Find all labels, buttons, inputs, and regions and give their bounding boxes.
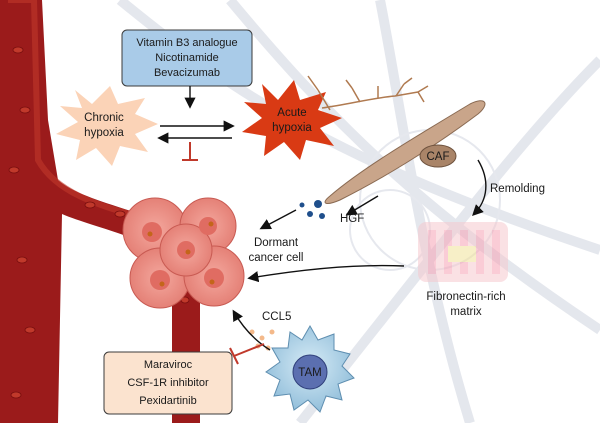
caf-label: CAF	[427, 151, 450, 163]
inhibit-symbol-top	[182, 142, 198, 161]
fibronectin-label: Fibronectin-rich	[426, 291, 505, 303]
drug-box-bottom: Maraviroc CSF-1R inhibitor Pexidartinib	[103, 351, 233, 415]
acute-hypoxia-star: Acute hypoxia	[242, 80, 342, 160]
hgf-dots	[299, 200, 325, 219]
drug-csf1r-inhibitor: CSF-1R inhibitor	[127, 377, 209, 389]
hypoxia-label-acute: hypoxia	[272, 122, 312, 134]
tumor-cluster	[122, 197, 245, 309]
ccl5-label: CCL5	[262, 311, 291, 323]
branch-structure	[307, 75, 429, 111]
acute-label: Acute	[277, 107, 306, 119]
drug-maraviroc: Maraviroc	[144, 359, 193, 371]
fibronectin-matrix	[418, 222, 508, 282]
drug-bevacizumab: Bevacizumab	[154, 67, 220, 79]
hgf-label: HGF	[340, 213, 364, 225]
remodeling-label: Remolding	[490, 183, 545, 195]
caf-cell: CAF	[324, 100, 486, 204]
chronic-hypoxia-star: Chronic hypoxia	[56, 86, 158, 166]
arrow-caf-to-hgf	[345, 195, 379, 216]
drug-vitamin-b3: Vitamin B3 analogue	[136, 37, 237, 49]
arrow-matrix-to-tumor	[247, 264, 405, 283]
drug-pexidartinib: Pexidartinib	[139, 395, 196, 407]
drug-nicotinamide: Nicotinamide	[155, 52, 219, 64]
matrix-label: matrix	[450, 306, 482, 318]
tam-label: TAM	[298, 367, 321, 379]
arrow-remodeling	[472, 159, 487, 216]
inhibit-symbol-bottom	[229, 343, 265, 365]
tam-cell: TAM	[265, 324, 355, 413]
arrow-hgf-to-tumor	[259, 209, 297, 230]
cancer-cell-label: cancer cell	[249, 252, 304, 264]
chronic-label: Chronic	[84, 112, 124, 124]
hypoxia-label-chronic: hypoxia	[84, 127, 124, 139]
arrow-tam-to-tumor	[232, 309, 271, 351]
dormant-label: Dormant	[254, 237, 299, 249]
drug-box-top: Vitamin B3 analogue Nicotinamide Bevaciz…	[121, 29, 253, 87]
